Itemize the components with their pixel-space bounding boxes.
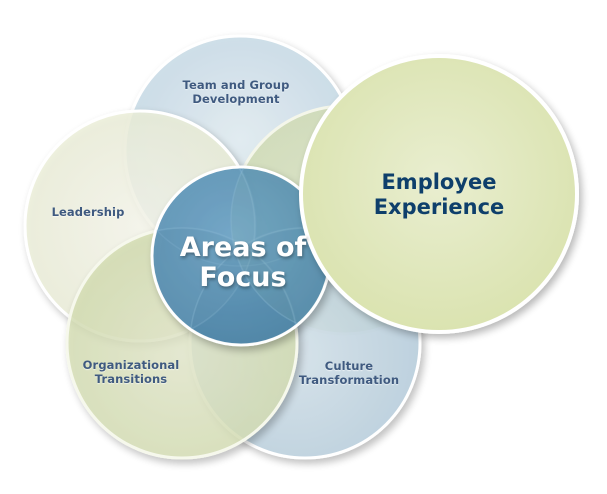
label-line: Transitions [94,372,168,386]
label-line: Employee [381,169,497,194]
label-line: Culture [324,359,374,374]
featured-employee-experience-circle [299,54,579,334]
label-leadership: Leadership [51,205,125,220]
label-team-and-group-development: Team and Group Development [182,78,290,107]
label-line: Experience [373,195,505,219]
label-line: Organizational [82,358,180,373]
center-hub-circle [150,165,332,347]
label-line: Focus [199,262,287,293]
label-organizational-transitions: Organizational Transitions [82,358,180,387]
label-line: Leadership [51,205,125,220]
label-line: Transformation [298,373,400,387]
label-line: Team and Group [182,78,290,93]
label-line: Development [192,92,280,106]
label-line: Areas of [179,231,307,263]
label-culture-transformation: Culture Transformation [298,359,400,388]
label-employee-experience: Employee Experience [374,170,505,220]
label-areas-of-focus: Areas of Focus [179,231,307,293]
